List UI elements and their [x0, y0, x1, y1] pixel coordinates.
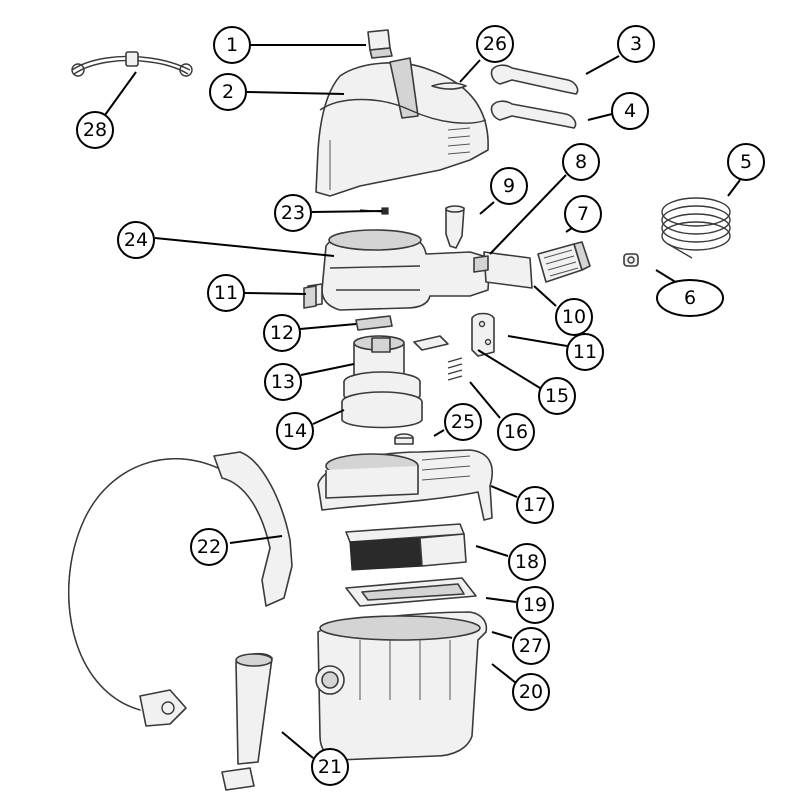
- callout-4: 4: [611, 92, 649, 130]
- callout-19-label: 19: [523, 594, 547, 616]
- callout-17: 17: [516, 486, 554, 524]
- callout-11-left: 11: [207, 274, 245, 312]
- part-top-cover: [315, 57, 489, 197]
- callout-27: 27: [512, 627, 550, 665]
- part-grille: [537, 241, 591, 283]
- callout-22: 22: [190, 528, 228, 566]
- part-filter-housing: [317, 449, 494, 521]
- part-plug: [623, 253, 639, 267]
- callout-6: 6: [656, 279, 724, 317]
- callout-17-label: 17: [523, 494, 547, 516]
- part-label-sticker: [431, 82, 467, 90]
- callout-7-label: 7: [577, 203, 589, 225]
- callout-5: 5: [727, 143, 765, 181]
- callout-2: 2: [209, 73, 247, 111]
- part-handle-lower: [490, 100, 577, 129]
- part-filter-frame: [345, 577, 477, 607]
- callout-24-label: 24: [124, 229, 148, 251]
- part-clip-right: [471, 312, 495, 357]
- callout-10-label: 10: [562, 306, 586, 328]
- callout-8-label: 8: [575, 151, 587, 173]
- callout-7: 7: [564, 195, 602, 233]
- part-pleated-filter: [345, 523, 467, 571]
- callout-1: 1: [213, 26, 251, 64]
- callout-25-label: 25: [451, 411, 475, 433]
- callout-20-label: 20: [519, 681, 543, 703]
- callout-23: 23: [274, 194, 312, 232]
- callout-19: 19: [516, 586, 554, 624]
- part-crevice-tool: [221, 652, 273, 791]
- callout-4-label: 4: [624, 100, 636, 122]
- callout-12: 12: [263, 314, 301, 352]
- callout-14: 14: [276, 412, 314, 450]
- callout-24: 24: [117, 221, 155, 259]
- callout-1-label: 1: [226, 34, 238, 56]
- callout-27-label: 27: [519, 635, 543, 657]
- callout-23-label: 23: [281, 202, 305, 224]
- callout-25: 25: [444, 403, 482, 441]
- callout-11-right: 11: [566, 333, 604, 371]
- callout-13: 13: [264, 363, 302, 401]
- callout-10: 10: [555, 298, 593, 336]
- callout-16-label: 16: [504, 421, 528, 443]
- callout-15-label: 15: [545, 385, 569, 407]
- callout-16: 16: [497, 413, 535, 451]
- callout-11-right-label: 11: [573, 341, 597, 363]
- callout-8: 8: [562, 143, 600, 181]
- callout-12-label: 12: [270, 322, 294, 344]
- part-tank: [315, 611, 488, 761]
- callout-18-label: 18: [515, 551, 539, 573]
- part-strap: [71, 51, 193, 77]
- part-seal-rings: [341, 371, 423, 429]
- callout-18: 18: [508, 543, 546, 581]
- part-switch: [355, 315, 393, 331]
- callout-20: 20: [512, 673, 550, 711]
- callout-3-label: 3: [630, 33, 642, 55]
- part-motor: [353, 335, 405, 384]
- callout-21-label: 21: [318, 756, 342, 778]
- part-handle-upper: [490, 64, 579, 95]
- callout-26: 26: [476, 25, 514, 63]
- callout-28: 28: [76, 111, 114, 149]
- part-spring: [447, 357, 463, 381]
- callout-13-label: 13: [271, 371, 295, 393]
- part-hose: [68, 451, 293, 727]
- callout-2-label: 2: [222, 81, 234, 103]
- part-nozzle: [445, 205, 465, 249]
- leader-lines: [104, 44, 741, 759]
- callout-3: 3: [617, 25, 655, 63]
- callout-21: 21: [311, 748, 349, 786]
- part-button: [367, 29, 393, 59]
- part-clip-left: [303, 285, 317, 309]
- part-motor-housing: [307, 229, 491, 311]
- callout-9: 9: [490, 167, 528, 205]
- callout-26-label: 26: [483, 33, 507, 55]
- callout-9-label: 9: [503, 175, 515, 197]
- callout-14-label: 14: [283, 420, 307, 442]
- callout-28-label: 28: [83, 119, 107, 141]
- part-small-connector: [394, 433, 414, 445]
- part-coiled-cord: [661, 197, 731, 259]
- callout-22-label: 22: [197, 536, 221, 558]
- callout-5-label: 5: [740, 151, 752, 173]
- part-latch: [413, 335, 449, 351]
- callout-11-left-label: 11: [214, 282, 238, 304]
- callout-15: 15: [538, 377, 576, 415]
- callout-6-label: 6: [684, 287, 696, 309]
- part-bracket: [473, 251, 533, 289]
